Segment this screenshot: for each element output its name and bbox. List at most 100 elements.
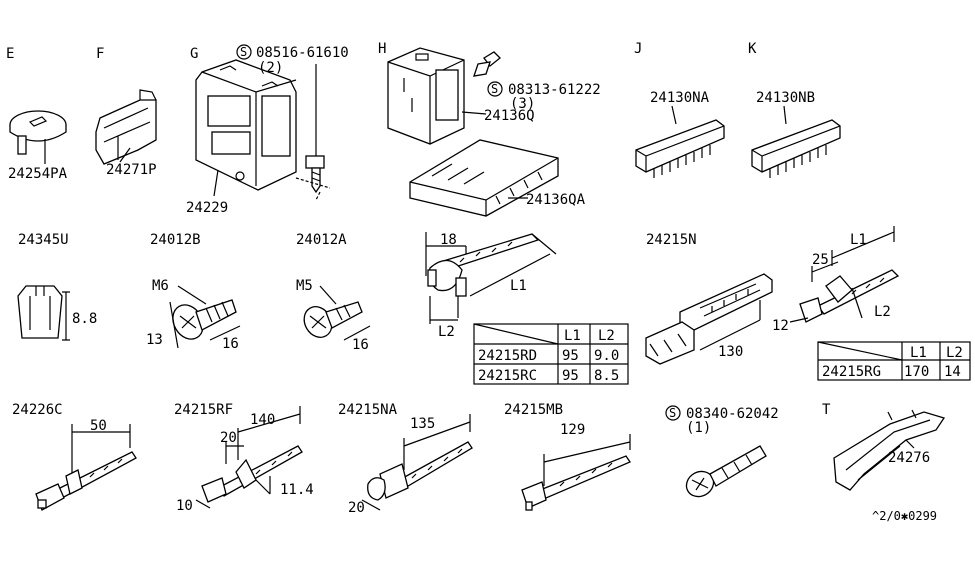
part-08516-qty: (2) (258, 60, 283, 76)
connector-24130nb-drawing (751, 119, 841, 178)
dim-l1a-label: L1 (510, 278, 527, 294)
part-24215n-label: 24215N (646, 232, 697, 248)
dim-13-label: 13 (146, 332, 163, 348)
leader-m5 (319, 285, 337, 305)
table1-header-l1: L1 (564, 328, 581, 344)
table2-row1-l2: 14 (944, 364, 961, 380)
dim-10-label: 10 (176, 498, 193, 514)
leader-m6 (177, 285, 207, 305)
diagram-reference-code: ^2/0✱0299 (872, 509, 937, 523)
dim-12-label: 12 (772, 318, 789, 334)
cable-tie-24215mb-drawing (521, 455, 631, 511)
part-08313-label: 08313-61222 (508, 82, 601, 98)
screw-symbol-08313: S (491, 82, 498, 96)
dim-line-50 (71, 424, 131, 476)
dim-line-12 (789, 317, 809, 323)
dim-ticks-8-8 (62, 291, 70, 341)
dim-line-10 (195, 499, 211, 509)
part-24136qa-label: 24136QA (526, 192, 586, 208)
dim-line-140 (237, 406, 301, 460)
leader-24271p (119, 147, 131, 163)
bolt-24012a-drawing (303, 301, 363, 338)
dim-50-label: 50 (90, 418, 107, 434)
table2-row1-part: 24215RG (822, 364, 881, 380)
cable-tie-24215rf-drawing (201, 445, 303, 503)
dim-20b-label: 20 (348, 500, 365, 516)
screw-08516-dash (295, 177, 331, 201)
dim-line-130 (699, 300, 761, 351)
dim-line-l2a (429, 296, 459, 324)
section-letter-j: J (634, 41, 642, 57)
table1-row2-l2: 8.5 (594, 368, 619, 384)
section-letter-t: T (822, 402, 831, 418)
section-letter-f: F (96, 46, 104, 62)
part-24130na-label: 24130NA (650, 90, 710, 106)
table2-row1-l1: 170 (904, 364, 929, 380)
section-letter-g: G (190, 46, 198, 62)
dim-8-8-label: 8.8 (72, 311, 97, 327)
dim-16a-label: 16 (222, 336, 239, 352)
screw-symbol-08340: S (669, 406, 676, 420)
dim-line-135 (403, 414, 471, 470)
screw-symbol-08516: S (240, 45, 247, 59)
table1-row1-l2: 9.0 (594, 348, 619, 364)
screw-symbol-icon (236, 44, 252, 60)
table2-header-l2: L2 (946, 345, 963, 361)
dim-m5-label: M5 (296, 278, 313, 294)
dim-line-16a (209, 325, 241, 341)
leader-24229 (213, 169, 219, 197)
part-24271p-label: 24271P (106, 162, 157, 178)
table1-header-l2: L2 (598, 328, 615, 344)
clip-24271p-drawing (95, 89, 157, 165)
clip-24345u-drawing (17, 285, 63, 339)
dim-line-11-4 (255, 476, 271, 495)
dim-line-l1a (469, 233, 557, 297)
dim-line-13 (169, 301, 179, 349)
dim-20a-label: 20 (220, 430, 237, 446)
dimension-table-2 (817, 341, 971, 381)
table1-row2-l1: 95 (562, 368, 579, 384)
dim-line-16b (343, 325, 371, 341)
leader-24130nb (783, 105, 787, 125)
connector-24130na-drawing (635, 119, 725, 178)
dim-11-4-label: 11.4 (280, 482, 314, 498)
protector-24276-drawing (833, 409, 946, 491)
screw-08313-drawing (473, 51, 501, 77)
relay-box-24136qa-drawing (409, 139, 559, 217)
grommet-24254pa-drawing (9, 110, 67, 155)
part-24012b-label: 24012B (150, 232, 201, 248)
table1-row1-l1: 95 (562, 348, 579, 364)
dimension-table-1 (473, 323, 629, 385)
dim-140-label: 140 (250, 412, 275, 428)
part-24345u-label: 24345U (18, 232, 69, 248)
dim-line-129 (543, 434, 631, 486)
part-24130nb-label: 24130NB (756, 90, 815, 106)
bracket-24229-drawing (195, 59, 297, 191)
cable-tie-24226c-drawing (35, 451, 137, 511)
part-24215na-label: 24215NA (338, 402, 398, 418)
part-24229-label: 24229 (186, 200, 228, 216)
relay-box-24136q-drawing (387, 47, 465, 145)
dim-line-20a (225, 442, 244, 464)
bolt-24012b-drawing (172, 299, 237, 340)
screw-symbol-icon (665, 405, 681, 421)
dim-line-25 (811, 261, 839, 282)
leader-24136q (461, 111, 487, 115)
part-24215rf-label: 24215RF (174, 402, 233, 418)
dim-line-l1b (831, 226, 895, 266)
clip-24215n-drawing (645, 273, 773, 365)
section-letter-e: E (6, 46, 14, 62)
cable-tie-24215rg-drawing (799, 269, 900, 323)
leader-24276 (905, 439, 915, 449)
dim-line-20b (361, 499, 381, 511)
dim-l1b-label: L1 (850, 232, 867, 248)
dim-16b-label: 16 (352, 337, 369, 353)
part-08313-qty: (3) (510, 96, 535, 112)
screw-08340-drawing (685, 445, 767, 498)
part-24012a-label: 24012A (296, 232, 347, 248)
table1-row2-part: 24215RC (478, 368, 537, 384)
dim-129-label: 129 (560, 422, 585, 438)
dim-l2a-label: L2 (438, 324, 455, 340)
part-24215mb-label: 24215MB (504, 402, 563, 418)
